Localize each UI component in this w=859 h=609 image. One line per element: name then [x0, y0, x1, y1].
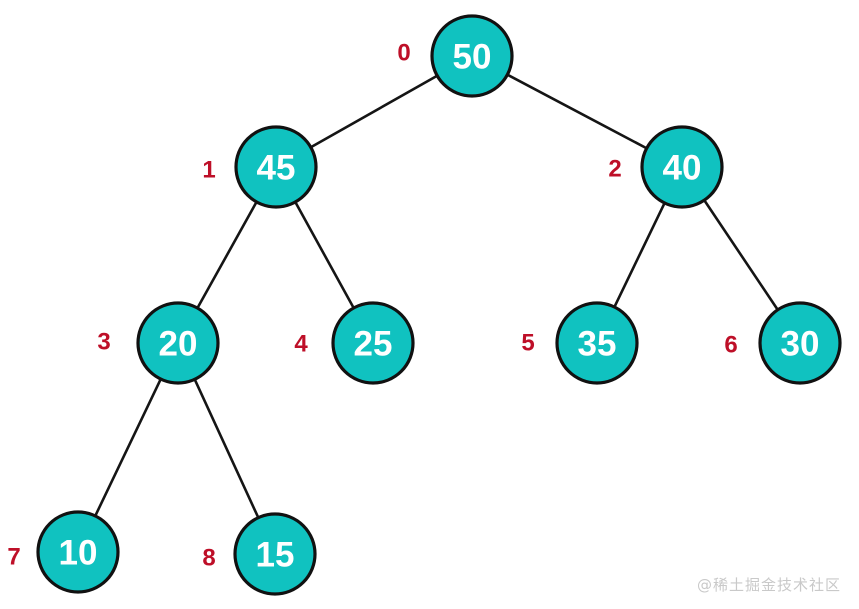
edge-40-30 — [702, 198, 780, 312]
node-index-label-4: 4 — [294, 331, 308, 358]
node-value-25: 25 — [354, 325, 393, 364]
node-value-40: 40 — [663, 149, 702, 188]
node-value-30: 30 — [781, 325, 820, 364]
tree-node-35[interactable]: 35 — [555, 301, 639, 385]
edge-45-20 — [195, 199, 259, 311]
node-circle-35[interactable] — [555, 301, 639, 385]
tree-node-25[interactable]: 25 — [331, 301, 415, 385]
tree-node-45[interactable]: 45 — [234, 125, 318, 209]
tree-node-20[interactable]: 20 — [136, 301, 220, 385]
edge-20-15 — [192, 377, 261, 520]
nodes-layer: 0 50 1 45 2 40 3 20 4 25 5 35 6 30 7 10 8 15 — [7, 14, 842, 596]
watermark: @稀土掘金技术社区 — [696, 576, 841, 594]
edge-40-35 — [612, 200, 667, 310]
edge-50-45 — [308, 73, 440, 150]
node-index-label-7: 7 — [7, 544, 20, 571]
tree-node-10[interactable]: 10 — [36, 510, 120, 594]
node-value-45: 45 — [257, 149, 296, 188]
node-circle-15[interactable] — [233, 512, 317, 596]
edge-45-25 — [293, 199, 356, 311]
node-index-label-1: 1 — [202, 157, 215, 184]
node-circle-50[interactable] — [430, 14, 514, 98]
edges-layer — [93, 72, 780, 520]
node-index-label-0: 0 — [397, 40, 410, 67]
node-index-label-6: 6 — [724, 332, 737, 359]
node-index-label-5: 5 — [521, 330, 534, 357]
node-circle-40[interactable] — [640, 125, 724, 209]
edge-20-10 — [93, 376, 163, 519]
node-index-label-3: 3 — [97, 329, 110, 356]
node-value-15: 15 — [256, 536, 295, 575]
node-circle-45[interactable] — [234, 125, 318, 209]
tree-node-50[interactable]: 50 — [430, 14, 514, 98]
tree-node-30[interactable]: 30 — [758, 301, 842, 385]
tree-node-15[interactable]: 15 — [233, 512, 317, 596]
node-circle-10[interactable] — [36, 510, 120, 594]
node-value-35: 35 — [578, 325, 617, 364]
node-value-50: 50 — [453, 38, 492, 77]
node-index-label-2: 2 — [608, 156, 621, 183]
tree-node-40[interactable]: 40 — [640, 125, 724, 209]
node-index-label-8: 8 — [202, 545, 215, 572]
node-value-10: 10 — [59, 534, 98, 573]
node-circle-30[interactable] — [758, 301, 842, 385]
node-circle-25[interactable] — [331, 301, 415, 385]
node-value-20: 20 — [159, 325, 198, 364]
node-circle-20[interactable] — [136, 301, 220, 385]
edge-50-40 — [505, 72, 649, 151]
